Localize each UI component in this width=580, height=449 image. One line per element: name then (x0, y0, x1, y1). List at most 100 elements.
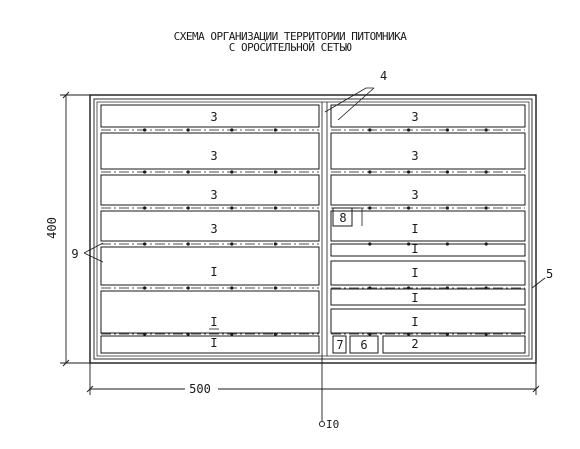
plot-r2-label: 3 (411, 149, 418, 163)
hydrant-dot (484, 286, 488, 290)
hydrant-dot (143, 170, 147, 174)
plot-r1-label: 3 (411, 110, 418, 124)
hydrant-dot (368, 286, 372, 290)
plot-r4-label: I (411, 222, 418, 236)
plot-r8-label: I (411, 315, 418, 329)
hydrant-dot (484, 170, 488, 174)
hydrant-dot (186, 128, 190, 132)
hydrant-dot (230, 128, 234, 132)
hydrant-dot (230, 170, 234, 174)
plot-r9-label: 2 (411, 337, 418, 351)
plot-l1 (100, 104, 320, 128)
hydrant-dot (273, 128, 277, 132)
label-underlines (209, 255, 420, 330)
plot-l3-label: 3 (210, 188, 217, 202)
hydrant-dot (368, 206, 372, 210)
hydrant-dot (484, 206, 488, 210)
plot-l2 (100, 132, 320, 170)
hydrant-dot (407, 128, 411, 132)
plot-l4-label: 3 (210, 222, 217, 236)
plot-l5 (100, 246, 320, 286)
callout-9-label: 9 (71, 247, 78, 261)
hydrant-dot (368, 128, 372, 132)
hydrant-dot (407, 206, 411, 210)
hydrant-dot (407, 170, 411, 174)
hydrant-dot (273, 206, 277, 210)
service-blocks (332, 207, 379, 354)
hydrant-dot (445, 242, 449, 246)
hydrant-dot (186, 286, 190, 290)
plot-l7-label: I (210, 336, 217, 350)
hydrant-dot (143, 128, 147, 132)
callout-5-label: 5 (546, 267, 553, 281)
plot-r5-label: I (411, 242, 418, 256)
hydrant-dot (407, 242, 411, 246)
callout-4-leader (324, 87, 375, 121)
width-dimension (86, 363, 540, 395)
plot-r5 (330, 243, 526, 257)
hydrant-dot (407, 332, 411, 336)
hydrant-dot (186, 332, 190, 336)
hydrant-dot (273, 286, 277, 290)
hydrant-dot (273, 242, 277, 246)
hydrant-dot (484, 128, 488, 132)
plot-l6 (100, 290, 320, 334)
callout-5-leader (531, 277, 546, 289)
hydrant-dot (143, 332, 147, 336)
callout-4-label: 4 (380, 69, 387, 83)
block-8 (332, 207, 353, 227)
hydrant-dot (186, 206, 190, 210)
plot-l2-label: 3 (210, 149, 217, 163)
hydrant-dot (143, 286, 147, 290)
plot-l5-label: I (210, 265, 217, 279)
hydrant-dot (407, 286, 411, 290)
diagram-title-line-2: С ОРОСИТЕЛЬНОЙ СЕТЬЮ (228, 41, 352, 54)
plot-r3 (330, 174, 526, 206)
hydrant-dot (368, 170, 372, 174)
diagram-title-line-1: СХЕМА ОРГАНИЗАЦИИ ТЕРРИТОРИИ ПИТОМНИКА (173, 30, 407, 43)
plot-r6 (330, 260, 526, 286)
hydrant-dot (230, 242, 234, 246)
hydrant-dot (368, 242, 372, 246)
hydrant-dot (445, 128, 449, 132)
hydrant-dot (273, 332, 277, 336)
block-6 (349, 335, 379, 354)
hydrant-dot (368, 332, 372, 336)
right-plot-column (330, 104, 526, 354)
hydrant-dot (230, 206, 234, 210)
height-dimension-label: 400 (45, 217, 59, 239)
plot-r9 (382, 335, 526, 354)
hydrant-dot (186, 242, 190, 246)
plot-l6-label: I (210, 315, 217, 329)
hydrant-dot (273, 170, 277, 174)
hydrant-dot (484, 242, 488, 246)
central-road (321, 102, 328, 356)
plot-r7-label: I (411, 291, 418, 305)
plot-l3 (100, 174, 320, 206)
hydrant-dot (230, 286, 234, 290)
plot-r4 (330, 210, 526, 242)
hydrant-dot (484, 332, 488, 336)
plot-r3-label: 3 (411, 188, 418, 202)
plot-r7 (330, 288, 526, 306)
hydrant-dot (445, 286, 449, 290)
hydrant-dot (230, 332, 234, 336)
callout-9-leader (83, 242, 104, 263)
width-dimension-label: 500 (189, 382, 211, 396)
plot-l7 (100, 335, 320, 354)
hydrant-dot (445, 170, 449, 174)
site-boundary (89, 94, 537, 364)
block-7 (332, 335, 347, 354)
block-7-label: 7 (336, 338, 343, 352)
plot-r6-label: I (411, 266, 418, 280)
plot-labels: 3 3 3 3 I I I 3 3 3 I I I I I 2 8 7 6 (210, 110, 418, 352)
left-plot-column (100, 104, 320, 354)
plot-l1-label: 3 (210, 110, 217, 124)
plot-r8 (330, 308, 526, 334)
plot-r1 (330, 104, 526, 128)
block-8-label: 8 (339, 211, 346, 225)
hydrant-dot (143, 242, 147, 246)
hydrant-dot (143, 206, 147, 210)
